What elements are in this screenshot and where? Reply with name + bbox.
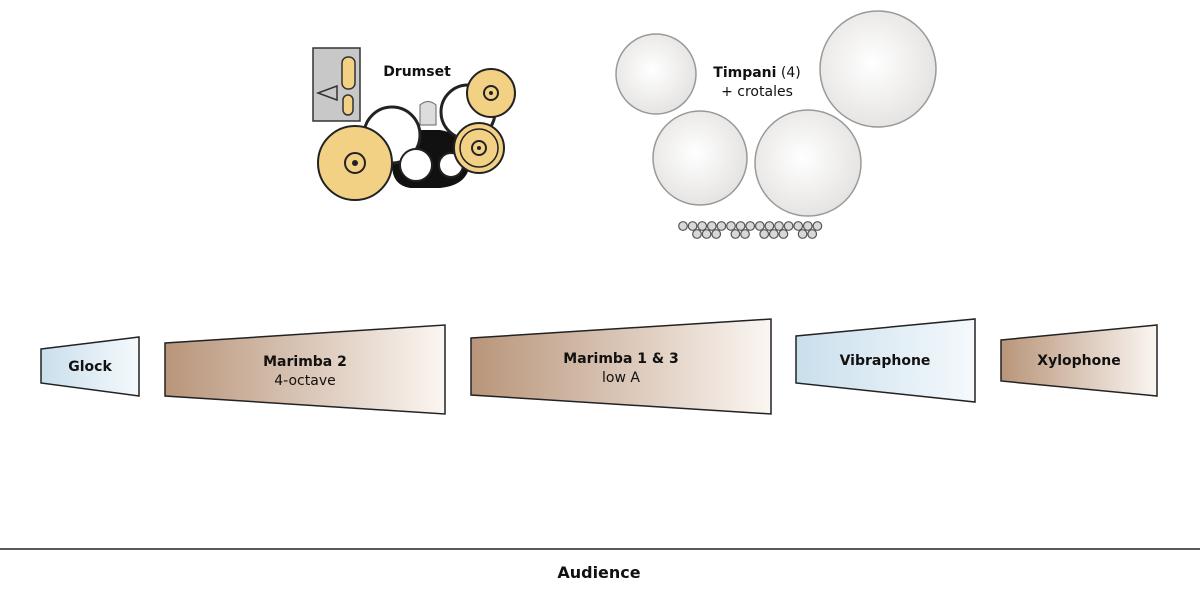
instrument-vibraphone: Vibraphone: [795, 318, 976, 403]
instrument-shape: [40, 336, 140, 397]
instrument-glock: Glock: [40, 336, 140, 397]
crotale: [793, 221, 804, 231]
crotale: [716, 221, 727, 231]
crotale: [706, 221, 717, 231]
crotale: [711, 229, 722, 239]
instrument-marimba-2: Marimba 2 4-octave: [164, 324, 446, 415]
timpani-count: (4): [776, 65, 800, 81]
instrument-label: Vibraphone: [840, 353, 931, 369]
instrument-label: Marimba 2: [263, 354, 347, 370]
crotale: [692, 229, 702, 239]
crotales-label: + crotales: [721, 84, 793, 100]
instrument-marimba-1-3: Marimba 1 & 3 low A: [470, 318, 772, 415]
audience-label: Audience: [557, 563, 640, 582]
crotale: [812, 221, 823, 231]
timpano: [615, 33, 697, 115]
crotale: [735, 221, 746, 231]
crotale: [764, 221, 775, 231]
crotale: [754, 221, 765, 231]
crotale: [778, 229, 789, 239]
crotale: [701, 229, 712, 239]
cymbal-center: [477, 146, 481, 150]
instrument-shape: [470, 318, 772, 415]
crotale: [783, 221, 794, 231]
instrument-xylophone: Xylophone: [1000, 324, 1158, 397]
crotale: [768, 229, 779, 239]
crotale: [807, 229, 818, 239]
crotale: [740, 229, 750, 239]
instrument-shape: [1000, 324, 1158, 397]
triangle-icon: [315, 84, 338, 102]
drumset: Drumset: [312, 47, 516, 201]
snare: [399, 148, 433, 182]
instrument-sublabel: low A: [602, 370, 640, 386]
hihat-stand: [419, 101, 437, 126]
timpani-label-bold: Timpani: [713, 65, 776, 81]
rack-pad: [341, 56, 356, 90]
crotale: [802, 221, 813, 231]
crotale: [687, 221, 698, 231]
rack-pad: [342, 94, 354, 116]
instrument-shape: [795, 318, 976, 403]
instrument-sublabel: 4-octave: [274, 373, 335, 389]
crotale: [759, 229, 770, 239]
crotales: [678, 221, 823, 239]
instrument-label: Glock: [68, 359, 112, 375]
cymbal-bell: [471, 140, 487, 156]
cymbal-center: [352, 160, 358, 166]
timpani-label: Timpani (4): [713, 65, 800, 81]
mallet-instruments: Glock Marimba 2 4-octave Marimba 1 & 3 low A…: [40, 318, 1158, 415]
cymbal-bell: [344, 152, 366, 174]
drumset-label: Drumset: [383, 64, 451, 80]
timpani: Timpani (4) + crotales: [615, 10, 937, 239]
crotale: [730, 229, 741, 239]
hihat-ring: [459, 128, 499, 168]
cymbal-center: [489, 91, 493, 95]
instrument-label: Xylophone: [1037, 353, 1120, 369]
crotale: [745, 221, 756, 231]
timpano: [754, 109, 862, 217]
crotale: [726, 221, 736, 231]
crotale: [774, 221, 784, 231]
crotale: [678, 221, 688, 231]
timpano: [652, 110, 748, 206]
instrument-label: Marimba 1 & 3: [563, 351, 678, 367]
timpano: [819, 10, 937, 128]
cymbal-bell: [483, 85, 499, 101]
crotale: [797, 229, 808, 239]
crotale: [697, 221, 708, 231]
instrument-shape: [164, 324, 446, 415]
